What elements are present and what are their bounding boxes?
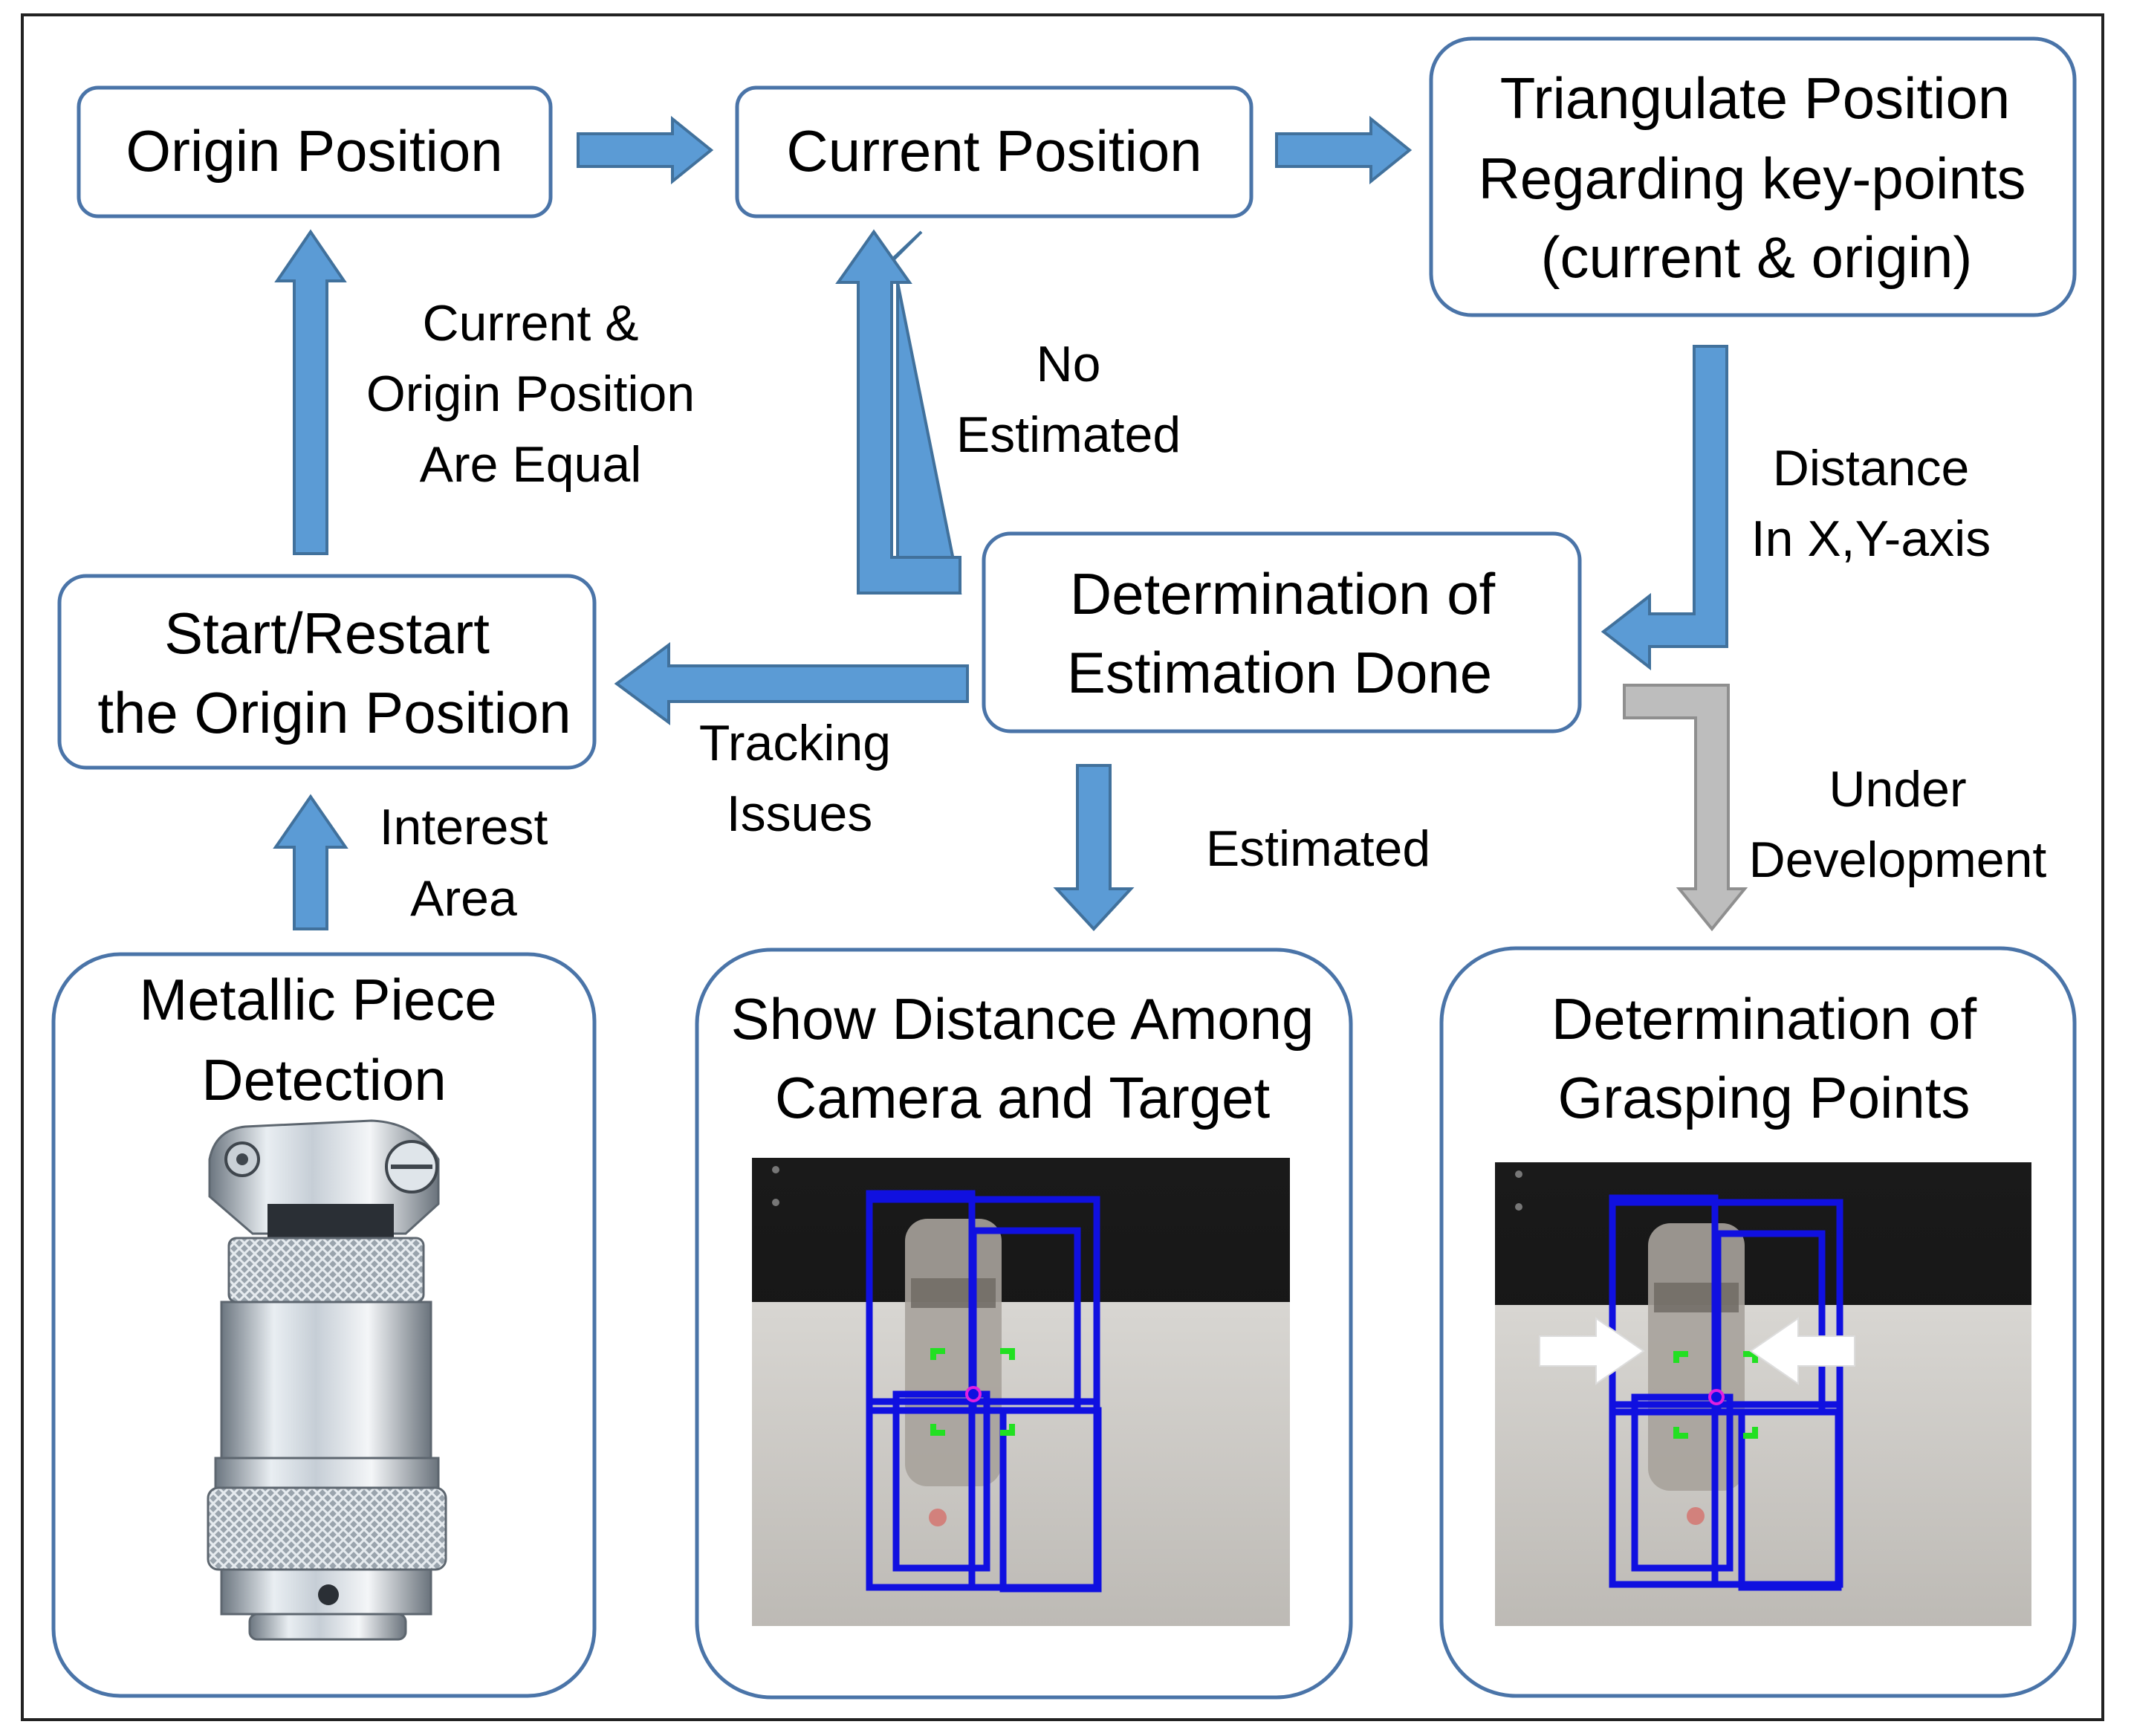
start-restart-line-2: the Origin Position bbox=[97, 680, 571, 745]
label-interest-1: Interest bbox=[380, 799, 548, 855]
grasp-arrow-right bbox=[1749, 1317, 1855, 1385]
node-triangulate: Triangulate Position Regarding key-point… bbox=[1429, 36, 2077, 317]
node-determination-estimation: Determination of Estimation Done bbox=[982, 531, 1582, 733]
label-distance-2: In X,Y-axis bbox=[1751, 511, 1991, 567]
node-current-position: Current Position bbox=[735, 85, 1254, 218]
arrow-current-to-triangulate bbox=[1275, 115, 1413, 185]
arrows bbox=[273, 115, 1748, 932]
label-under-development-1: Under bbox=[1829, 761, 1966, 817]
arrow-origin-to-current bbox=[577, 115, 714, 185]
detection-boxes-distance bbox=[866, 1190, 1102, 1593]
node-origin-position: Origin Position bbox=[77, 85, 553, 218]
metallic-connector-photo bbox=[207, 1119, 447, 1641]
label-equal-1: Current & bbox=[423, 295, 639, 352]
arrow-start-to-origin bbox=[274, 229, 347, 555]
current-position-label: Current Position bbox=[786, 118, 1201, 184]
label-estimated: Estimated bbox=[1206, 820, 1430, 877]
arrow-no-estimated bbox=[835, 229, 961, 595]
triangulate-line-2: Regarding key-points bbox=[1478, 146, 2026, 211]
grasping-line-2: Grasping Points bbox=[1558, 1065, 1971, 1130]
node-metallic-piece: Metallic Piece Detection bbox=[51, 952, 597, 1698]
camera-frame-grasping bbox=[1495, 1162, 2031, 1626]
grasping-line-1: Determination of bbox=[1551, 986, 1977, 1052]
label-under-development-2: Development bbox=[1749, 832, 2047, 888]
arrow-under-development bbox=[1623, 684, 1748, 932]
node-start-restart: Start/Restart the Origin Position bbox=[57, 574, 597, 770]
edge-labels: Current & Origin Position Are Equal No E… bbox=[366, 295, 2047, 927]
camera-frame-distance bbox=[752, 1158, 1290, 1626]
triangulate-line-3: (current & origin) bbox=[1541, 224, 1973, 290]
label-tracking-1: Tracking bbox=[699, 715, 891, 771]
label-distance-1: Distance bbox=[1773, 440, 1970, 496]
outer-frame bbox=[21, 13, 2104, 1721]
arrow-interest-area bbox=[273, 794, 348, 930]
triangulate-line-1: Triangulate Position bbox=[1500, 65, 2011, 131]
node-grasping-points: Determination of Grasping Points bbox=[1439, 946, 2077, 1698]
show-distance-line-2: Camera and Target bbox=[775, 1065, 1271, 1130]
label-equal-3: Are Equal bbox=[420, 436, 642, 493]
arrow-determination-to-start bbox=[614, 642, 969, 725]
grasp-arrow-left bbox=[1539, 1317, 1645, 1385]
label-interest-2: Area bbox=[410, 870, 517, 927]
node-show-distance: Show Distance Among Camera and Target bbox=[695, 948, 1353, 1700]
label-no-estimated-1: No bbox=[1037, 336, 1101, 392]
label-no-estimated-2: Estimated bbox=[956, 407, 1181, 463]
label-equal-2: Origin Position bbox=[366, 366, 695, 422]
start-restart-line-1: Start/Restart bbox=[164, 600, 490, 666]
metallic-line-2: Detection bbox=[201, 1047, 447, 1112]
determination-line-1: Determination of bbox=[1070, 561, 1496, 626]
origin-position-label: Origin Position bbox=[126, 118, 502, 184]
grasp-target-marker bbox=[930, 1348, 1015, 1436]
arrow-triangulate-to-determination bbox=[1600, 345, 1728, 671]
determination-line-2: Estimation Done bbox=[1067, 640, 1492, 705]
label-tracking-2: Issues bbox=[727, 786, 873, 842]
metallic-line-1: Metallic Piece bbox=[139, 967, 496, 1032]
arrow-estimated bbox=[1053, 764, 1135, 931]
show-distance-line-1: Show Distance Among bbox=[731, 986, 1314, 1052]
